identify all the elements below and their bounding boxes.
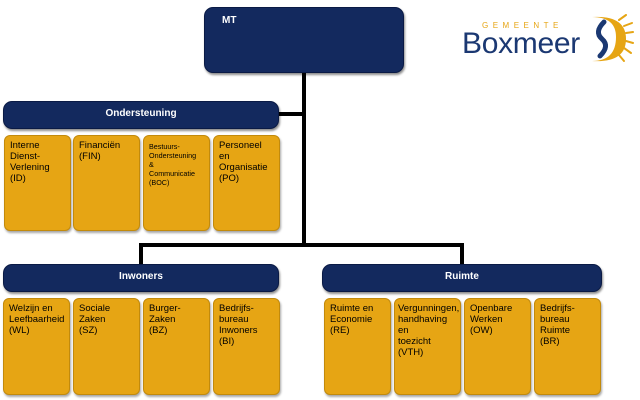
unit-fin[interactable]: Financiën (FIN) (73, 135, 140, 231)
unit-id[interactable]: Interne Dienst- Verlening (ID) (4, 135, 71, 231)
boxmeer-sun-logo-icon (592, 14, 634, 62)
logo-name-text: Boxmeer (462, 27, 580, 60)
group-ruimte-header[interactable]: Ruimte (322, 264, 602, 292)
unit-bi[interactable]: Bedrijfs- bureau Inwoners (BI) (213, 298, 280, 395)
group-ruimte-label: Ruimte (445, 271, 479, 282)
unit-bz[interactable]: Burger- Zaken (BZ) (143, 298, 210, 395)
unit-po[interactable]: Personeel en Organisatie (PO) (213, 135, 280, 231)
unit-vth[interactable]: Vergunningen, handhaving en toezicht (VT… (394, 298, 461, 395)
mt-box[interactable]: MT (204, 7, 404, 73)
unit-re[interactable]: Ruimte en Economie (RE) (324, 298, 391, 395)
unit-sz[interactable]: Sociale Zaken (SZ) (73, 298, 140, 395)
logo-gemeente-text: GEMEENTE (482, 21, 563, 30)
unit-ow[interactable]: Openbare Werken (OW) (464, 298, 531, 395)
gemeente-boxmeer-logo: GEMEENTE Boxmeer (462, 10, 634, 66)
group-inwoners-label: Inwoners (119, 271, 163, 282)
mt-label: MT (222, 15, 237, 26)
unit-boc[interactable]: Bestuurs- Ondersteuning & Communicatie (… (143, 135, 210, 231)
unit-br[interactable]: Bedrijfs- bureau Ruimte (BR) (534, 298, 601, 395)
group-ondersteuning-header[interactable]: Ondersteuning (3, 101, 279, 129)
unit-wl[interactable]: Welzijn en Leefbaarheid (WL) (3, 298, 70, 395)
group-inwoners-header[interactable]: Inwoners (3, 264, 279, 292)
group-ondersteuning-label: Ondersteuning (105, 108, 177, 119)
